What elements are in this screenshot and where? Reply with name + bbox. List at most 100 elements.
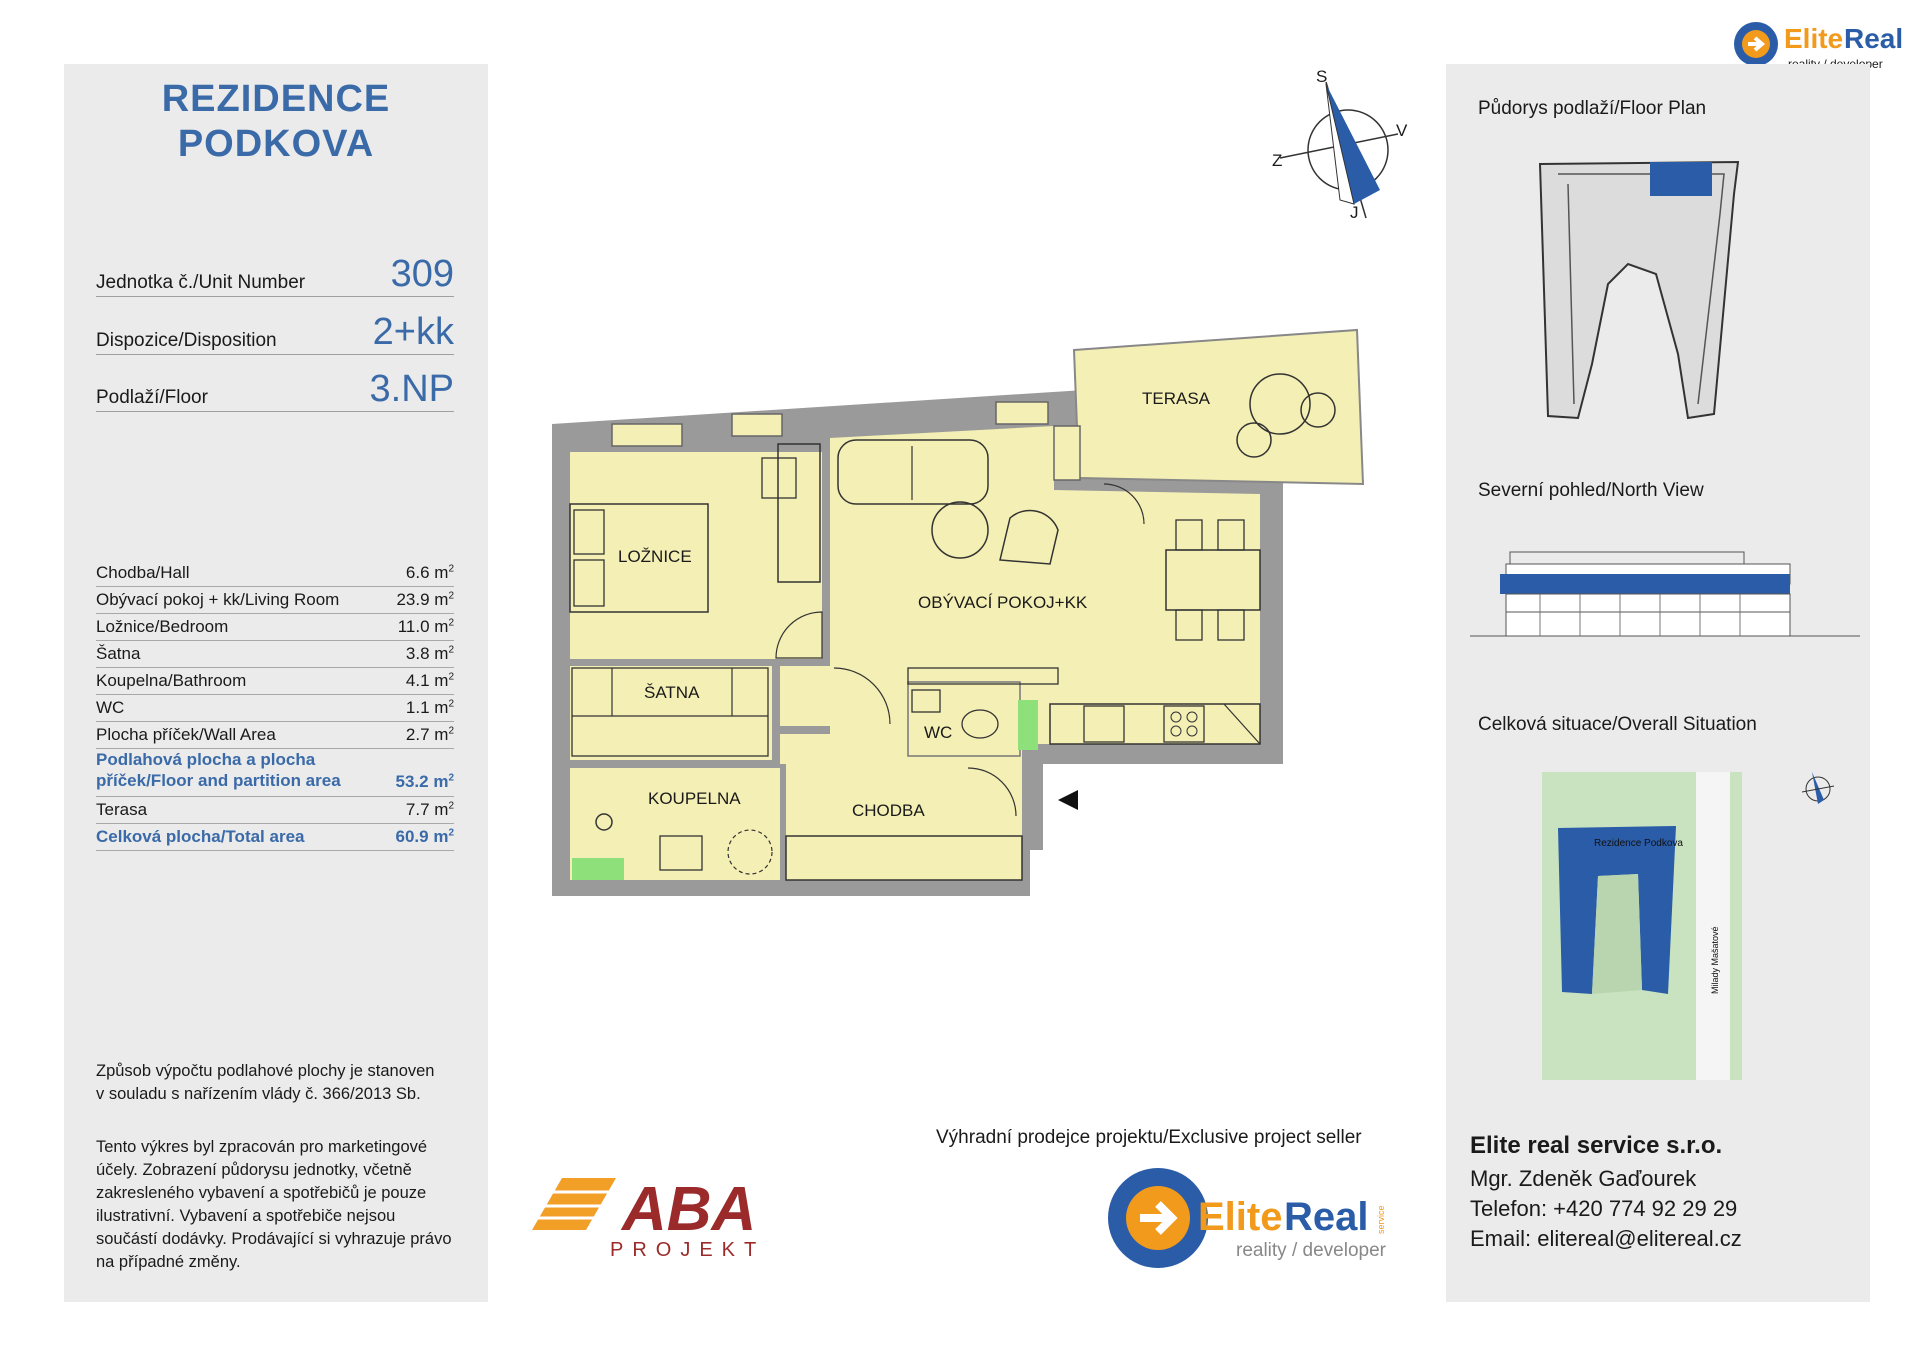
- window-icon: [995, 401, 1049, 425]
- dining-table-icon: [1165, 549, 1261, 611]
- area-label: Koupelna/Bathroom: [96, 671, 247, 690]
- living-room-area: [830, 426, 1260, 744]
- area-label: Ložnice/Bedroom: [96, 617, 229, 636]
- area-row-living: Obývací pokoj + kk/Living Room 23.9 m2: [96, 586, 454, 614]
- north-elevation-thumbnail: [1470, 551, 1860, 637]
- apartment-floor-plan: S J Z V TERASA LOŽNICE ŠATNA OBÝVACÍ POK…: [552, 67, 1408, 896]
- armchair-icon: [999, 509, 1059, 565]
- compass-rose: S J Z V: [1272, 67, 1408, 222]
- kitchen-upper-counter: [907, 667, 1059, 685]
- unit-highlight: [1650, 162, 1712, 196]
- wc-area: [907, 681, 1021, 757]
- wc-sink-icon: [911, 689, 941, 713]
- coffee-table-icon: [931, 501, 989, 559]
- project-title-line2: PODKOVA: [177, 123, 375, 165]
- area-label: Terasa: [96, 800, 148, 819]
- building-floor-plan-thumbnail: [1538, 160, 1740, 420]
- aba-word: ABA: [620, 1175, 756, 1244]
- closet-area: [570, 666, 772, 760]
- compass-v: V: [1396, 121, 1408, 140]
- terrace-area: [1072, 328, 1365, 486]
- stove-icon: [1163, 705, 1205, 743]
- site-name-label: Rezidence Podkova: [1594, 838, 1683, 849]
- area-row-floor-partition: Podlahová plocha a plocha příček/Floor a…: [96, 748, 454, 797]
- window-icon: [611, 423, 683, 447]
- wardrobe-icon: [571, 667, 769, 757]
- unit-floor-highlight: [1500, 574, 1790, 594]
- area-value: 23.9 m2: [396, 590, 454, 609]
- floor-row: Podlaží/Floor 3.NP: [96, 361, 454, 412]
- area-row-terrace: Terasa 7.7 m2: [96, 796, 454, 824]
- site-situation-map: Rezidence Podkova Milady Mašatové: [1542, 772, 1742, 1080]
- area-row-hall: Chodba/Hall 6.6 m2: [96, 559, 454, 587]
- washing-machine-icon: [727, 829, 773, 875]
- unit-number-row: Jednotka č./Unit Number 309: [96, 246, 454, 297]
- bed-icon: [569, 503, 709, 613]
- floor-plan-label: Půdorys podlaží/Floor Plan: [1478, 98, 1707, 119]
- logo-service-word: service: [1376, 1205, 1386, 1234]
- elitereal-logo-large: Elite Real service reality / developer: [1108, 1168, 1387, 1268]
- disposition-row: Dispozice/Disposition 2+kk: [96, 304, 454, 355]
- window-icon: [1053, 425, 1081, 481]
- aba-projekt-logo: ABA PROJEKT: [532, 1175, 756, 1260]
- area-value: 11.0 m2: [397, 617, 454, 636]
- compass-z: Z: [1272, 151, 1282, 170]
- north-view-label: Severní pohled/North View: [1478, 480, 1704, 501]
- area-row-closet: Šatna 3.8 m2: [96, 640, 454, 668]
- logo-tagline: reality / developer: [1236, 1240, 1387, 1261]
- logo-word-real: Real: [1284, 1195, 1369, 1239]
- area-value: 3.8 m2: [405, 644, 454, 663]
- area-label: Obývací pokoj + kk/Living Room: [96, 590, 340, 609]
- disclaimer-note: Tento výkres byl zpracován pro marketing…: [96, 1138, 452, 1271]
- floor-value: 3.NP: [369, 368, 454, 410]
- seller-person: Mgr. Zdeněk Gaďourek: [1470, 1166, 1697, 1191]
- hall-wardrobe-icon: [785, 835, 1023, 881]
- area-value: 2.7 m2: [405, 725, 454, 744]
- room-label-koupelna: KOUPELNA: [648, 789, 741, 808]
- logo-word-elite: Elite: [1198, 1195, 1282, 1239]
- storage-area: [780, 666, 830, 726]
- area-value: 53.2 m2: [395, 772, 454, 791]
- area-row-bedroom: Ložnice/Bedroom 11.0 m2: [96, 613, 454, 641]
- toilet-icon: [961, 709, 999, 739]
- unit-number-value: 309: [390, 253, 454, 295]
- area-row-wc: WC 1.1 m2: [96, 694, 454, 722]
- seller-email: Email: elitereal@elitereal.cz: [1470, 1226, 1742, 1251]
- floor-label: Podlaží/Floor: [96, 387, 208, 408]
- compass-j: J: [1350, 203, 1359, 222]
- hall-area: [786, 740, 1022, 880]
- office-chair-icon: [761, 457, 797, 499]
- terrace-chair-icon: [1236, 422, 1272, 458]
- aba-stripes-icon: [532, 1178, 616, 1230]
- info-panel: REZIDENCE PODKOVA Jednotka č./Unit Numbe…: [64, 64, 488, 1302]
- seller-label: Výhradní prodejce projektu/Exclusive pro…: [936, 1127, 1362, 1148]
- kitchen-counter: [1049, 703, 1261, 745]
- overview-panel: Půdorys podlaží/Floor Plan Severní pohle…: [1446, 64, 1870, 1302]
- street: [1696, 772, 1730, 1080]
- door-swing-icon: [833, 667, 891, 725]
- seller-company: Elite real service s.r.o.: [1470, 1132, 1723, 1159]
- situation-label: Celková situace/Overall Situation: [1478, 714, 1757, 735]
- calculation-note: Způsob výpočtu podlahové plochy je stano…: [96, 1062, 435, 1103]
- desk-icon: [777, 443, 821, 583]
- terrace-table-icon: [1249, 373, 1311, 435]
- window-icon: [731, 413, 783, 437]
- disposition-label: Dispozice/Disposition: [96, 330, 277, 351]
- area-label: Plocha příček/Wall Area: [96, 725, 276, 744]
- logo-word-real: Real: [1844, 23, 1903, 54]
- dining-chair-icon: [1175, 519, 1203, 551]
- green-marker: [572, 858, 624, 880]
- area-label: Šatna: [96, 644, 141, 663]
- project-title-line1: REZIDENCE: [161, 78, 391, 120]
- room-label-terasa: TERASA: [1142, 389, 1211, 408]
- area-row-bathroom: Koupelna/Bathroom 4.1 m2: [96, 667, 454, 695]
- seller-phone: Telefon: +420 774 92 29 29: [1470, 1196, 1738, 1221]
- room-label-loznice: LOŽNICE: [618, 547, 692, 566]
- sink-icon: [1083, 705, 1125, 743]
- area-row-total: Celková plocha/Total area 60.9 m2: [96, 823, 454, 851]
- door-swing-icon: [1103, 483, 1145, 525]
- area-label: Chodba/Hall: [96, 563, 190, 582]
- area-value: 6.6 m2: [405, 563, 454, 582]
- area-value: 1.1 m2: [405, 698, 454, 717]
- building-highlight: [1558, 826, 1676, 994]
